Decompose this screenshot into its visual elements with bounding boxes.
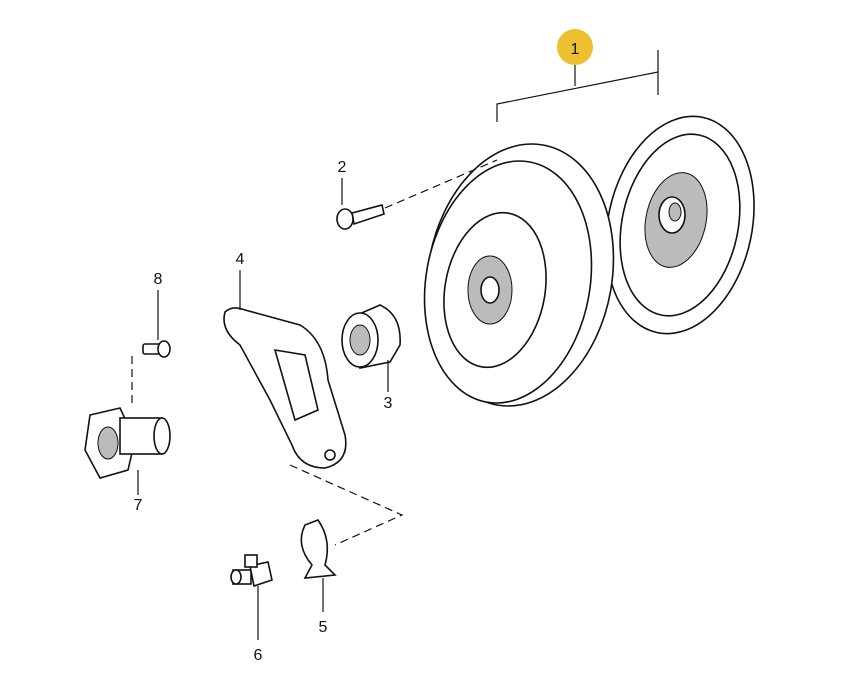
callout-1-highlight: [557, 29, 593, 65]
callout-2-label[interactable]: 2: [338, 159, 347, 176]
release-bearing[interactable]: [341, 304, 401, 369]
callout-3-label[interactable]: 3: [384, 395, 393, 412]
callout-8-label[interactable]: 8: [154, 271, 163, 288]
callout-4-label[interactable]: 4: [236, 251, 245, 268]
callout-1-leader: [496, 50, 659, 122]
bolt-2-guide-line: [384, 159, 498, 209]
callout-1-label: 1: [571, 41, 580, 58]
callout-7-label[interactable]: 7: [134, 497, 143, 514]
pressure-plate[interactable]: [406, 129, 633, 421]
fork-clip-guide-line: [289, 464, 404, 546]
bolt-2[interactable]: [336, 204, 385, 230]
bleeder-fitting[interactable]: [230, 554, 273, 588]
bolt-8[interactable]: [142, 340, 171, 358]
callout-6-label[interactable]: 6: [254, 647, 263, 664]
clutch-disc[interactable]: [587, 102, 774, 347]
release-fork[interactable]: [223, 307, 347, 469]
callout-5-label[interactable]: 5: [319, 619, 328, 636]
guide-tube[interactable]: [84, 407, 171, 479]
callout-1[interactable]: 1: [557, 29, 593, 65]
retaining-clip[interactable]: [300, 519, 337, 579]
